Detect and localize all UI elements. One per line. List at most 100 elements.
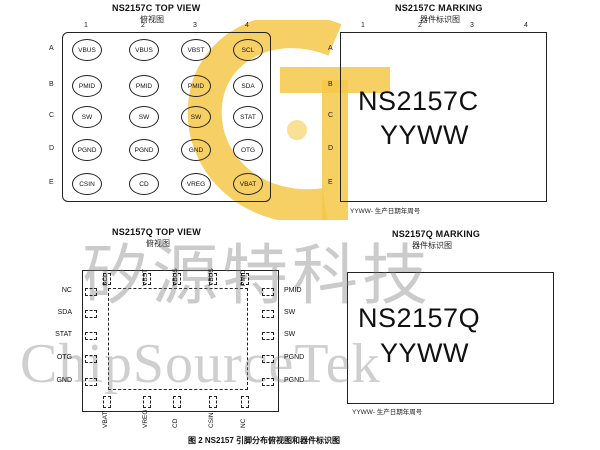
marking-column-number: 3	[470, 22, 474, 29]
bga-column-number: 1	[84, 22, 88, 29]
marking-row-letter: A	[328, 45, 333, 52]
marking-column-number: 2	[418, 22, 422, 29]
qfn-top-pin-label: VBUS	[208, 268, 215, 286]
qfn-right-pin-pad	[262, 355, 274, 363]
bga-ball: SW	[181, 106, 211, 128]
bga-ball: VBAT	[233, 173, 263, 195]
bga-ball: PGND	[72, 139, 102, 161]
qfn-bottom-pin-pad	[103, 396, 111, 408]
qfn-top-pin-label: VBUS	[172, 268, 179, 286]
qfn-top-pin-label: VBST	[142, 269, 149, 286]
bga-top-view-subtitle: 俯视图	[140, 15, 164, 24]
figure-caption: 图 2 NS2157 引脚分布俯视图和器件标识图	[188, 436, 341, 445]
bga-row-letter: C	[49, 112, 55, 119]
bga-package-outline	[62, 32, 271, 202]
bga-column-number: 3	[193, 22, 197, 29]
qfn-left-pin-label: SDA	[57, 309, 72, 316]
bga-ball: SDA	[233, 75, 263, 97]
qfn-bottom-pin-label: CSIN	[208, 412, 215, 428]
qfn-left-pin-pad	[85, 378, 97, 386]
bga-marking-line2: YYWW	[380, 120, 469, 150]
bga-ball: GND	[181, 139, 211, 161]
marking-row-letter: D	[328, 145, 334, 152]
marking-row-letter: C	[328, 112, 334, 119]
watermark-cn-text: 矽源特科技	[82, 237, 432, 314]
marking-column-number: 4	[524, 22, 528, 29]
bga-marking-note: YYWW- 生产日期年周号	[350, 208, 421, 215]
bga-ball: STAT	[233, 106, 263, 128]
qfn-bottom-pin-label: NC	[240, 418, 247, 428]
qfn-exposed-pad	[108, 288, 248, 390]
bga-row-letter: B	[49, 81, 54, 88]
qfn-top-pin-pad	[103, 273, 111, 285]
marking-column-number: 1	[361, 22, 365, 29]
qfn-top-pin-label: PMID	[240, 269, 247, 286]
qfn-left-pin-label: OTG	[56, 354, 72, 361]
qfn-top-view-subtitle: 俯视图	[146, 239, 170, 248]
marking-row-letter: B	[328, 81, 333, 88]
qfn-bottom-pin-pad	[209, 396, 217, 408]
qfn-left-pin-label: NC	[61, 287, 72, 294]
qfn-left-pin-pad	[85, 355, 97, 363]
watermark-en-text: ChipSourceTek	[20, 333, 381, 395]
marking-row-letter: E	[328, 179, 333, 186]
bga-marking-subtitle: 器件标识图	[420, 15, 460, 24]
qfn-marking-line1: NS2157Q	[358, 303, 481, 333]
qfn-left-pin-label: STAT	[55, 331, 72, 338]
bga-top-view-title: NS2157C TOP VIEW	[112, 3, 201, 13]
qfn-bottom-pin-label: VBAT	[102, 411, 109, 429]
qfn-top-pin-pad	[143, 273, 151, 285]
qfn-bottom-pin-label: CD	[172, 418, 179, 428]
qfn-package-outline	[82, 270, 279, 412]
bga-row-letter: A	[49, 45, 54, 52]
qfn-bottom-pin-pad	[241, 396, 249, 408]
bga-ball: SW	[129, 106, 159, 128]
qfn-marking-subtitle: 器件标识图	[412, 241, 452, 250]
qfn-right-pin-label: SW	[284, 309, 296, 316]
qfn-marking-line2: YYWW	[380, 338, 469, 368]
bga-marking-outline	[340, 32, 547, 202]
bga-ball: SW	[72, 106, 102, 128]
qfn-right-pin-label: PGND	[284, 377, 305, 384]
bga-marking-line1: NS2157C	[358, 86, 479, 116]
qfn-right-pin-pad	[262, 378, 274, 386]
qfn-right-pin-label: SW	[284, 331, 296, 338]
bga-ball: VBUS	[129, 39, 159, 61]
bga-ball: PGND	[129, 139, 159, 161]
qfn-right-pin-label: PGND	[284, 354, 305, 361]
qfn-right-pin-pad	[262, 332, 274, 340]
bga-ball: VREG	[181, 173, 211, 195]
bga-ball: PMID	[181, 75, 211, 97]
qfn-left-pin-pad	[85, 332, 97, 340]
qfn-marking-title: NS2157Q MARKING	[392, 229, 481, 239]
qfn-top-pin-pad	[209, 273, 217, 285]
bga-column-number: 2	[141, 22, 145, 29]
qfn-bottom-pin-pad	[143, 396, 151, 408]
qfn-left-pin-pad	[85, 288, 97, 296]
bga-ball: SCL	[233, 39, 263, 61]
qfn-marking-outline	[347, 272, 554, 404]
bga-ball: PMID	[72, 75, 102, 97]
bga-ball: VBST	[181, 39, 211, 61]
bga-ball: VBUS	[72, 39, 102, 61]
bga-column-number: 4	[245, 22, 249, 29]
qfn-top-pin-label: SCL	[102, 273, 109, 286]
qfn-right-pin-label: PMID	[284, 287, 302, 294]
qfn-marking-note: YYWW- 生产日期年周号	[352, 409, 423, 416]
qfn-bottom-pin-pad	[173, 396, 181, 408]
bga-ball: CSIN	[72, 173, 102, 195]
qfn-top-view-title: NS2157Q TOP VIEW	[112, 227, 201, 237]
qfn-left-pin-pad	[85, 310, 97, 318]
bga-ball: PMID	[129, 75, 159, 97]
qfn-top-pin-pad	[241, 273, 249, 285]
bga-ball: CD	[129, 173, 159, 195]
qfn-top-pin-pad	[173, 273, 181, 285]
bga-row-letter: D	[49, 145, 55, 152]
bga-row-letter: E	[49, 179, 54, 186]
qfn-bottom-pin-label: VREG	[142, 409, 149, 428]
bga-ball: OTG	[233, 139, 263, 161]
qfn-left-pin-label: GND	[56, 377, 72, 384]
qfn-right-pin-pad	[262, 288, 274, 296]
bga-marking-title: NS2157C MARKING	[395, 3, 483, 13]
qfn-right-pin-pad	[262, 310, 274, 318]
